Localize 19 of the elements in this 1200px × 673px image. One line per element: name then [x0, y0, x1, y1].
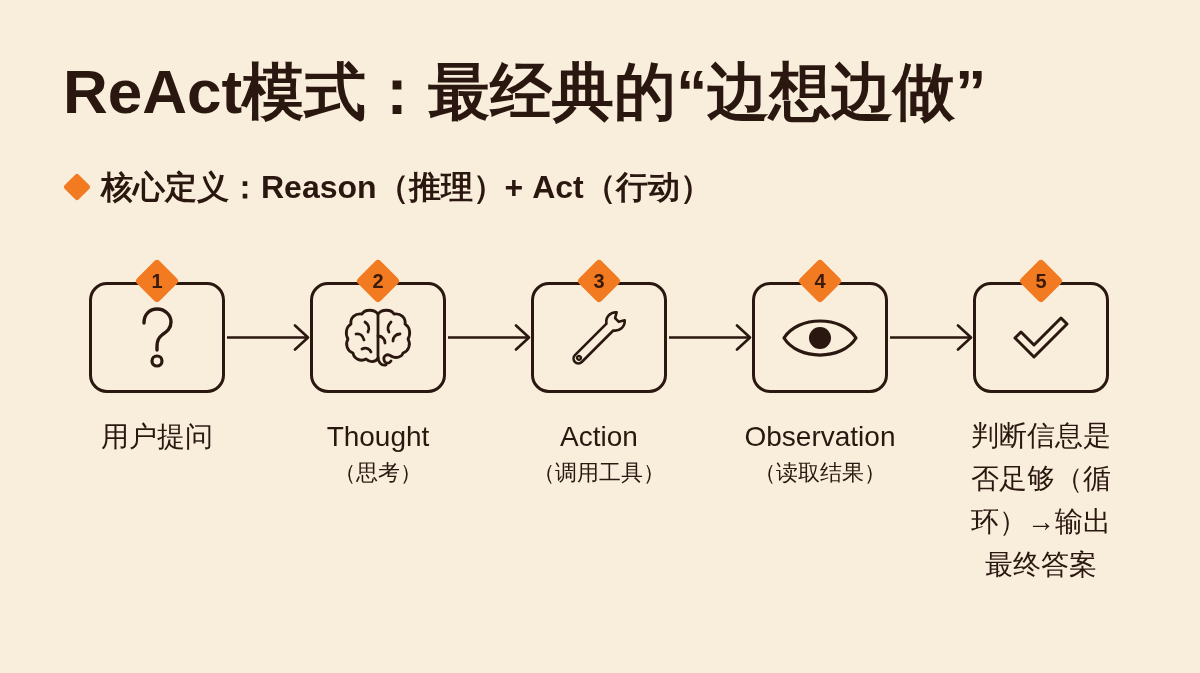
arrow — [448, 324, 531, 351]
step-caption: 判断信息是否足够（循环）→输出最终答案 — [970, 419, 1112, 582]
step-caption: Thought — [326, 420, 430, 454]
title: ReAct模式：最经典的“边想边做” — [63, 56, 987, 128]
arrow — [669, 324, 752, 351]
arrow — [890, 324, 973, 351]
number-badge: 4 — [797, 258, 843, 304]
number-badge: 5 — [1018, 258, 1064, 304]
step-caption: Observation — [744, 420, 896, 454]
number-badge: 2 — [355, 258, 401, 304]
step-caption: Action — [560, 420, 638, 454]
subtitle: 核心定义：Reason（推理）+ Act（行动） — [101, 168, 712, 207]
step-caption: 用户提问 — [101, 420, 213, 454]
step-subcaption: （读取结果） — [754, 459, 886, 487]
number-badge: 3 — [576, 258, 622, 304]
step-subcaption: （调用工具） — [533, 459, 665, 487]
number-badge: 1 — [134, 258, 180, 304]
arrow — [227, 324, 310, 351]
step-subcaption: （思考） — [334, 459, 422, 487]
